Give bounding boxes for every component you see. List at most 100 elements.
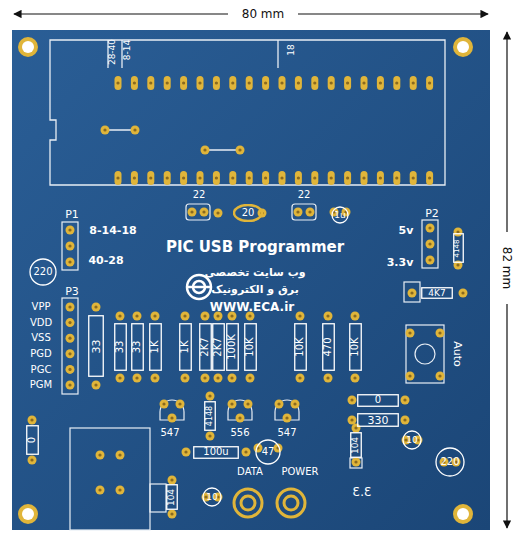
solder-pad xyxy=(236,146,245,155)
capacitor-outline: 10 xyxy=(402,430,422,450)
component-body: 100u xyxy=(193,446,239,459)
solder-pad xyxy=(168,510,177,519)
solder-pad xyxy=(201,146,210,155)
capacitor-outline: 220 xyxy=(435,447,465,477)
silkscreen-label: 18 xyxy=(287,44,296,55)
component-body: 0 xyxy=(357,394,399,407)
solder-pad xyxy=(228,374,237,383)
component-value: 330 xyxy=(368,415,389,426)
solder-pad xyxy=(436,329,445,338)
silkscreen-label: وب سایت تخصصی xyxy=(204,267,305,278)
solder-pad xyxy=(294,208,303,217)
solder-pad xyxy=(151,374,160,383)
solder-pad xyxy=(311,76,318,90)
solder-pad xyxy=(197,76,204,90)
solder-pad xyxy=(92,381,101,390)
component-value: 0 xyxy=(27,437,37,443)
solder-pad xyxy=(131,76,138,90)
solder-pad xyxy=(344,171,351,185)
capacitor-outline: 47 xyxy=(255,439,281,465)
solder-pad xyxy=(147,76,154,90)
silkscreen-label: 28-40 xyxy=(108,39,117,65)
component-value: 104 xyxy=(352,436,361,453)
solder-pad xyxy=(242,448,251,457)
silkscreen-label: 547 xyxy=(277,428,296,438)
solder-pad xyxy=(459,289,468,298)
solder-pad xyxy=(262,171,269,185)
solder-pad xyxy=(200,208,209,217)
solder-pad xyxy=(306,208,315,217)
solder-pad xyxy=(197,171,204,185)
component-value: 2K7 xyxy=(200,337,210,356)
solder-pad xyxy=(244,400,253,409)
solder-pad xyxy=(116,374,125,383)
solder-pad xyxy=(352,458,361,467)
solder-pad xyxy=(115,76,122,90)
component-body: 1K xyxy=(149,323,162,371)
mounting-hole xyxy=(18,504,38,524)
solder-pad xyxy=(92,303,101,312)
silkscreen-label: Auto xyxy=(452,341,463,367)
solder-pad xyxy=(188,208,197,217)
solder-pad xyxy=(151,312,160,321)
silkscreen-label: P3 xyxy=(65,286,79,297)
solder-pad xyxy=(283,414,292,423)
solder-pad xyxy=(246,76,253,90)
solder-pad xyxy=(236,414,245,423)
jumper-wires xyxy=(105,130,240,150)
solder-pad xyxy=(279,171,286,185)
component-value: 33 xyxy=(115,341,125,354)
component-body: 33 xyxy=(131,323,144,371)
solder-pad xyxy=(454,228,463,237)
solder-pad xyxy=(352,424,361,433)
solder-pad xyxy=(408,289,417,298)
solder-pad xyxy=(115,171,122,185)
silkscreen-label: VSS xyxy=(31,333,51,343)
solder-pad xyxy=(213,171,220,185)
component-body: 100K xyxy=(226,323,239,371)
solder-pad xyxy=(344,76,351,90)
dimension-label: 80 mm xyxy=(239,8,287,20)
solder-pad xyxy=(66,365,75,374)
component-value: 33 xyxy=(91,339,102,353)
solder-pad xyxy=(66,349,75,358)
solder-pad xyxy=(164,76,171,90)
component-value: 10K xyxy=(245,337,255,356)
solder-pad xyxy=(206,432,215,441)
capacitor-outline: 1u xyxy=(331,206,349,224)
solder-pad xyxy=(324,312,333,321)
silk-outlines xyxy=(62,204,444,530)
solder-pad xyxy=(133,312,142,321)
solder-pad xyxy=(426,240,435,249)
solder-pad xyxy=(96,451,105,460)
solder-pad xyxy=(295,171,302,185)
solder-pad xyxy=(229,171,236,185)
solder-pad xyxy=(66,303,75,312)
logo-icon xyxy=(187,275,212,299)
component-value: 100K xyxy=(227,334,237,360)
component-body: 10K xyxy=(349,323,362,371)
component-value: 10K xyxy=(295,337,305,356)
solder-pad xyxy=(28,456,37,465)
solder-pad xyxy=(361,171,368,185)
solder-pad xyxy=(131,126,140,135)
solder-pad xyxy=(401,416,410,425)
solder-pad xyxy=(262,76,269,90)
silkscreen-label: برق و الکترونیک xyxy=(211,284,299,295)
silkscreen-label: P2 xyxy=(425,208,439,219)
silkscreen-label: VPP xyxy=(32,302,51,312)
solder-pad xyxy=(436,372,445,381)
component-value: 104 xyxy=(168,488,177,505)
solder-pad xyxy=(116,451,125,460)
silkscreen-label: 3.3 xyxy=(352,486,371,498)
solder-pad xyxy=(426,256,435,265)
component-body: 4K7 xyxy=(421,287,453,299)
solder-pad xyxy=(406,329,415,338)
silkscreen-label: 8-14 xyxy=(123,40,132,60)
component-body: 330 xyxy=(357,413,399,427)
component-value: 2K7 xyxy=(213,337,223,356)
solder-pad xyxy=(426,171,433,185)
component-body: 33 xyxy=(114,323,127,371)
solder-pad xyxy=(96,486,105,495)
component-body: 2K7 xyxy=(212,323,225,371)
